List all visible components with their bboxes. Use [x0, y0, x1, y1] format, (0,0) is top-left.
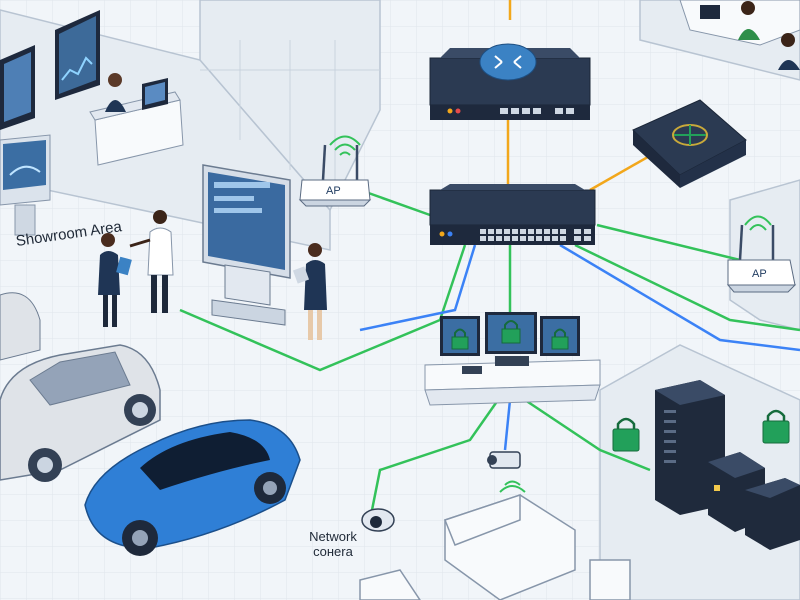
network-camera-label-line1: Network — [298, 529, 368, 544]
network-camera[interactable] — [362, 509, 394, 531]
person-icon — [781, 33, 795, 47]
person-icon — [108, 73, 122, 87]
server-rack-icon — [745, 478, 800, 550]
camera-icon — [370, 516, 382, 528]
ap-right-label: AP — [752, 268, 767, 280]
switch-icon[interactable] — [430, 184, 595, 245]
person-icon — [741, 1, 755, 15]
monitor-icon — [440, 316, 480, 356]
ap-left-label: AP — [326, 185, 341, 197]
router-icon[interactable] — [430, 44, 590, 120]
monitor-icon — [540, 316, 580, 356]
network-camera-label-line2: cонera — [298, 544, 368, 559]
network-camera-label: Network cонera — [298, 529, 368, 559]
